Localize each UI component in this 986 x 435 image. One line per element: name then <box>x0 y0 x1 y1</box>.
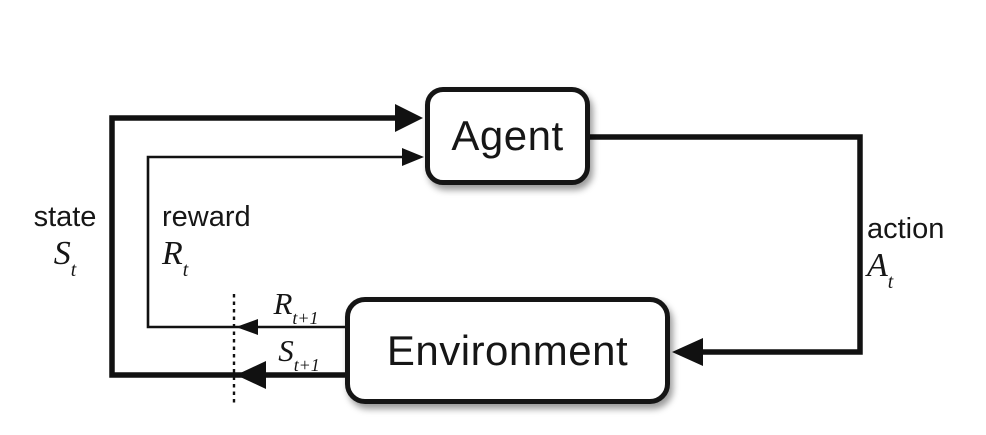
agent-label: Agent <box>451 112 564 159</box>
environment-label: Environment <box>386 326 629 374</box>
reward-word: reward <box>162 201 251 233</box>
reward-label: reward Rt <box>162 201 282 280</box>
reward-symbol: Rt <box>162 235 282 279</box>
state-arrowhead-into-agent <box>395 104 423 132</box>
next-reward-subscript: t+1 <box>292 308 319 329</box>
action-line <box>588 134 863 355</box>
action-label: action At <box>867 213 977 292</box>
state-label: state St <box>16 201 114 280</box>
next-state-arrowhead-at-boundary <box>236 361 266 389</box>
action-arrowhead-into-environment <box>672 338 703 366</box>
reward-arrowhead-into-agent <box>402 148 424 166</box>
next-reward-arrowhead-at-boundary <box>236 319 258 335</box>
state-subscript: t <box>70 258 77 281</box>
reward-subscript: t <box>182 258 189 281</box>
next-reward-label: Rt+1 <box>256 286 336 327</box>
next-state-label: St+1 <box>259 333 339 374</box>
next-state-var: S <box>278 333 294 368</box>
reward-var: R <box>162 235 183 273</box>
action-word: action <box>867 213 945 245</box>
next-state-subscript: t+1 <box>293 355 320 376</box>
action-subscript: t <box>887 270 894 293</box>
agent-box: Agent <box>425 87 590 185</box>
state-var: S <box>53 235 71 273</box>
action-symbol: At <box>867 247 977 291</box>
next-reward-var: R <box>273 286 293 321</box>
environment-box: Environment <box>345 297 670 404</box>
state-word: state <box>33 201 97 233</box>
state-loop-line <box>109 115 410 378</box>
state-symbol: St <box>16 235 114 279</box>
action-var: A <box>867 247 888 285</box>
